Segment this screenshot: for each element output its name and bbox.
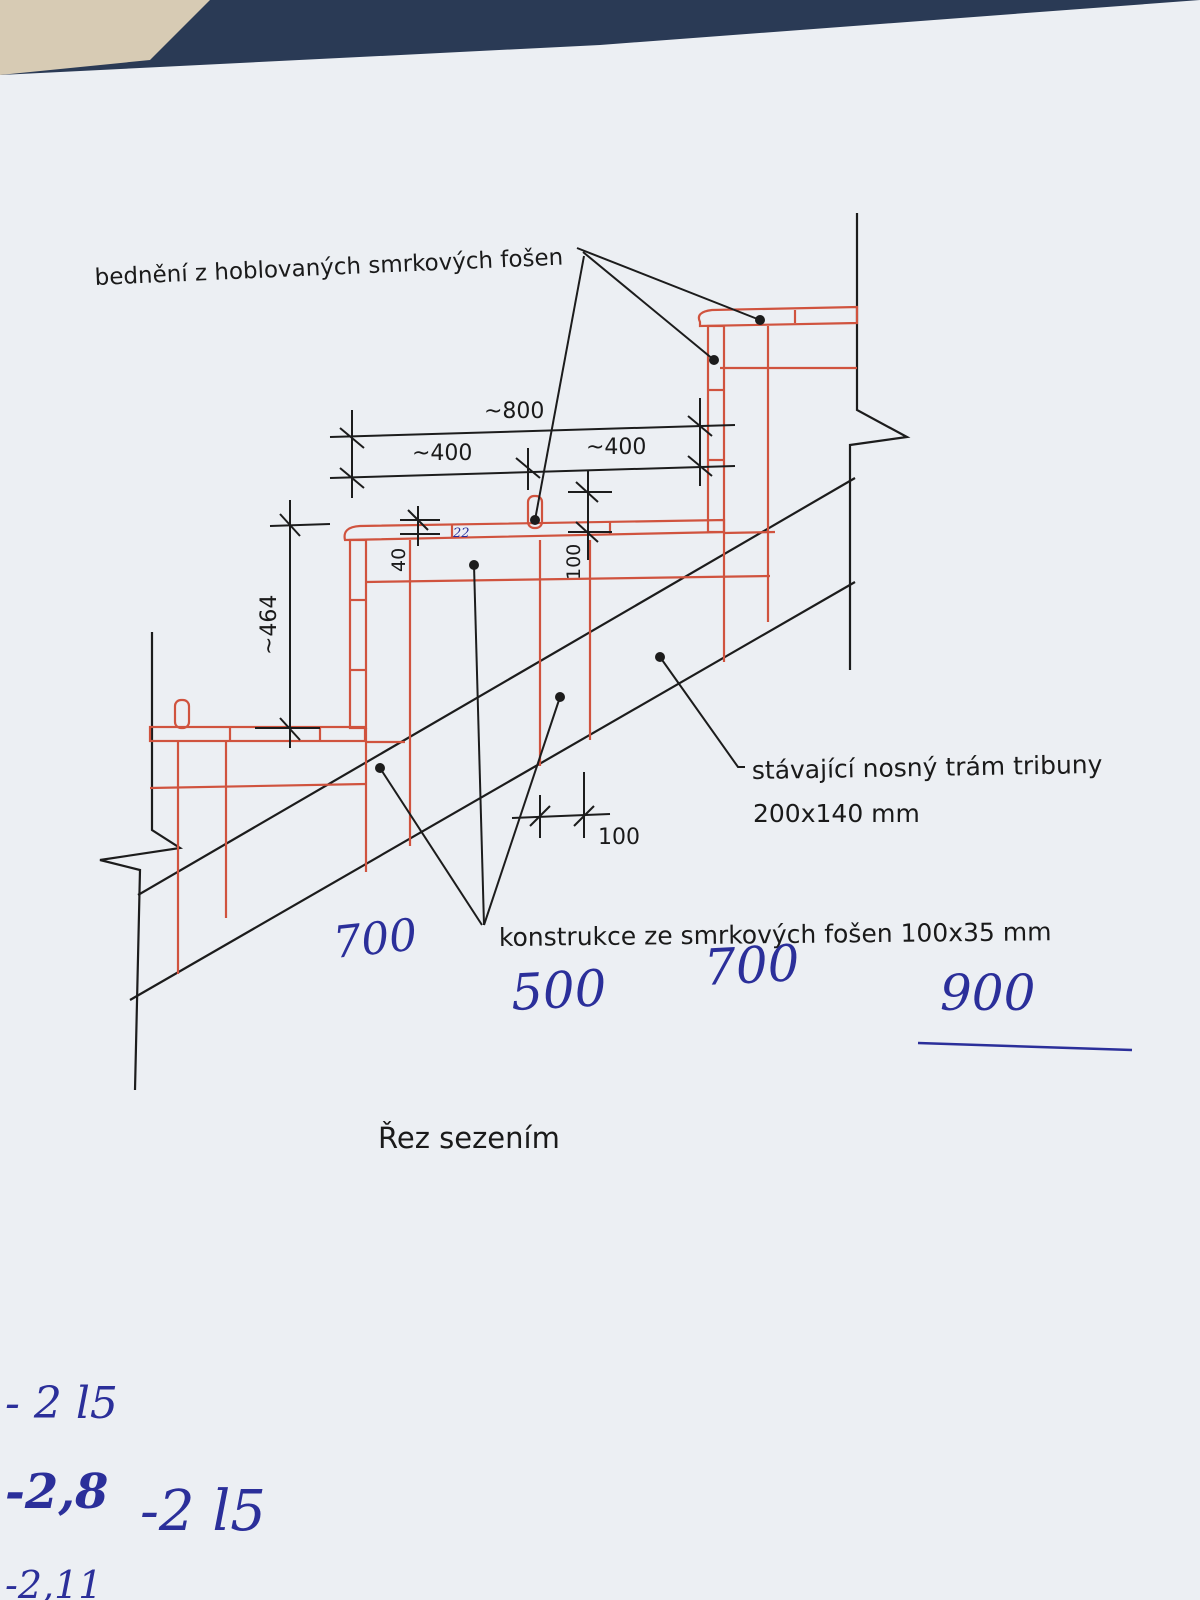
hand-note-700-b: 700 (703, 934, 801, 997)
table-corner (0, 0, 210, 75)
hand-note-900: 900 (940, 964, 1035, 1022)
hand-margin-3: -2 l5 (140, 1479, 266, 1544)
label-beam-line1: stávající nosný trám tribuny (752, 750, 1103, 785)
dim-400-left: ~400 (412, 441, 472, 466)
dim-40: 40 (388, 548, 410, 572)
dim-464: ~464 (257, 595, 282, 655)
hand-margin-4: -2,11 (5, 1563, 102, 1600)
dim-100-vertical: 100 (563, 544, 585, 580)
structure-lines (99, 213, 911, 1091)
caption-section: Řez sezením (378, 1121, 560, 1155)
label-beam-line2: 200x140 mm (753, 799, 920, 828)
dim-400-right: ~400 (586, 435, 646, 460)
dim-22: 22 (452, 526, 470, 541)
label-construction: konstrukce ze smrkových fošen 100x35 mm (499, 917, 1052, 952)
timber-construction (148, 305, 859, 974)
leader-lines (379, 247, 761, 926)
hand-underline (917, 1041, 1133, 1052)
hand-note-700-a: 700 (331, 909, 420, 968)
hand-margin-1: - 2 l5 (5, 1378, 118, 1429)
dimension-lines (255, 398, 736, 838)
dim-100-horizontal: 100 (598, 825, 640, 850)
dim-800: ~800 (484, 399, 544, 424)
hand-note-500: 500 (510, 959, 608, 1022)
leader-dots (375, 315, 765, 773)
hand-margin-2: -2,8 (5, 1464, 108, 1520)
